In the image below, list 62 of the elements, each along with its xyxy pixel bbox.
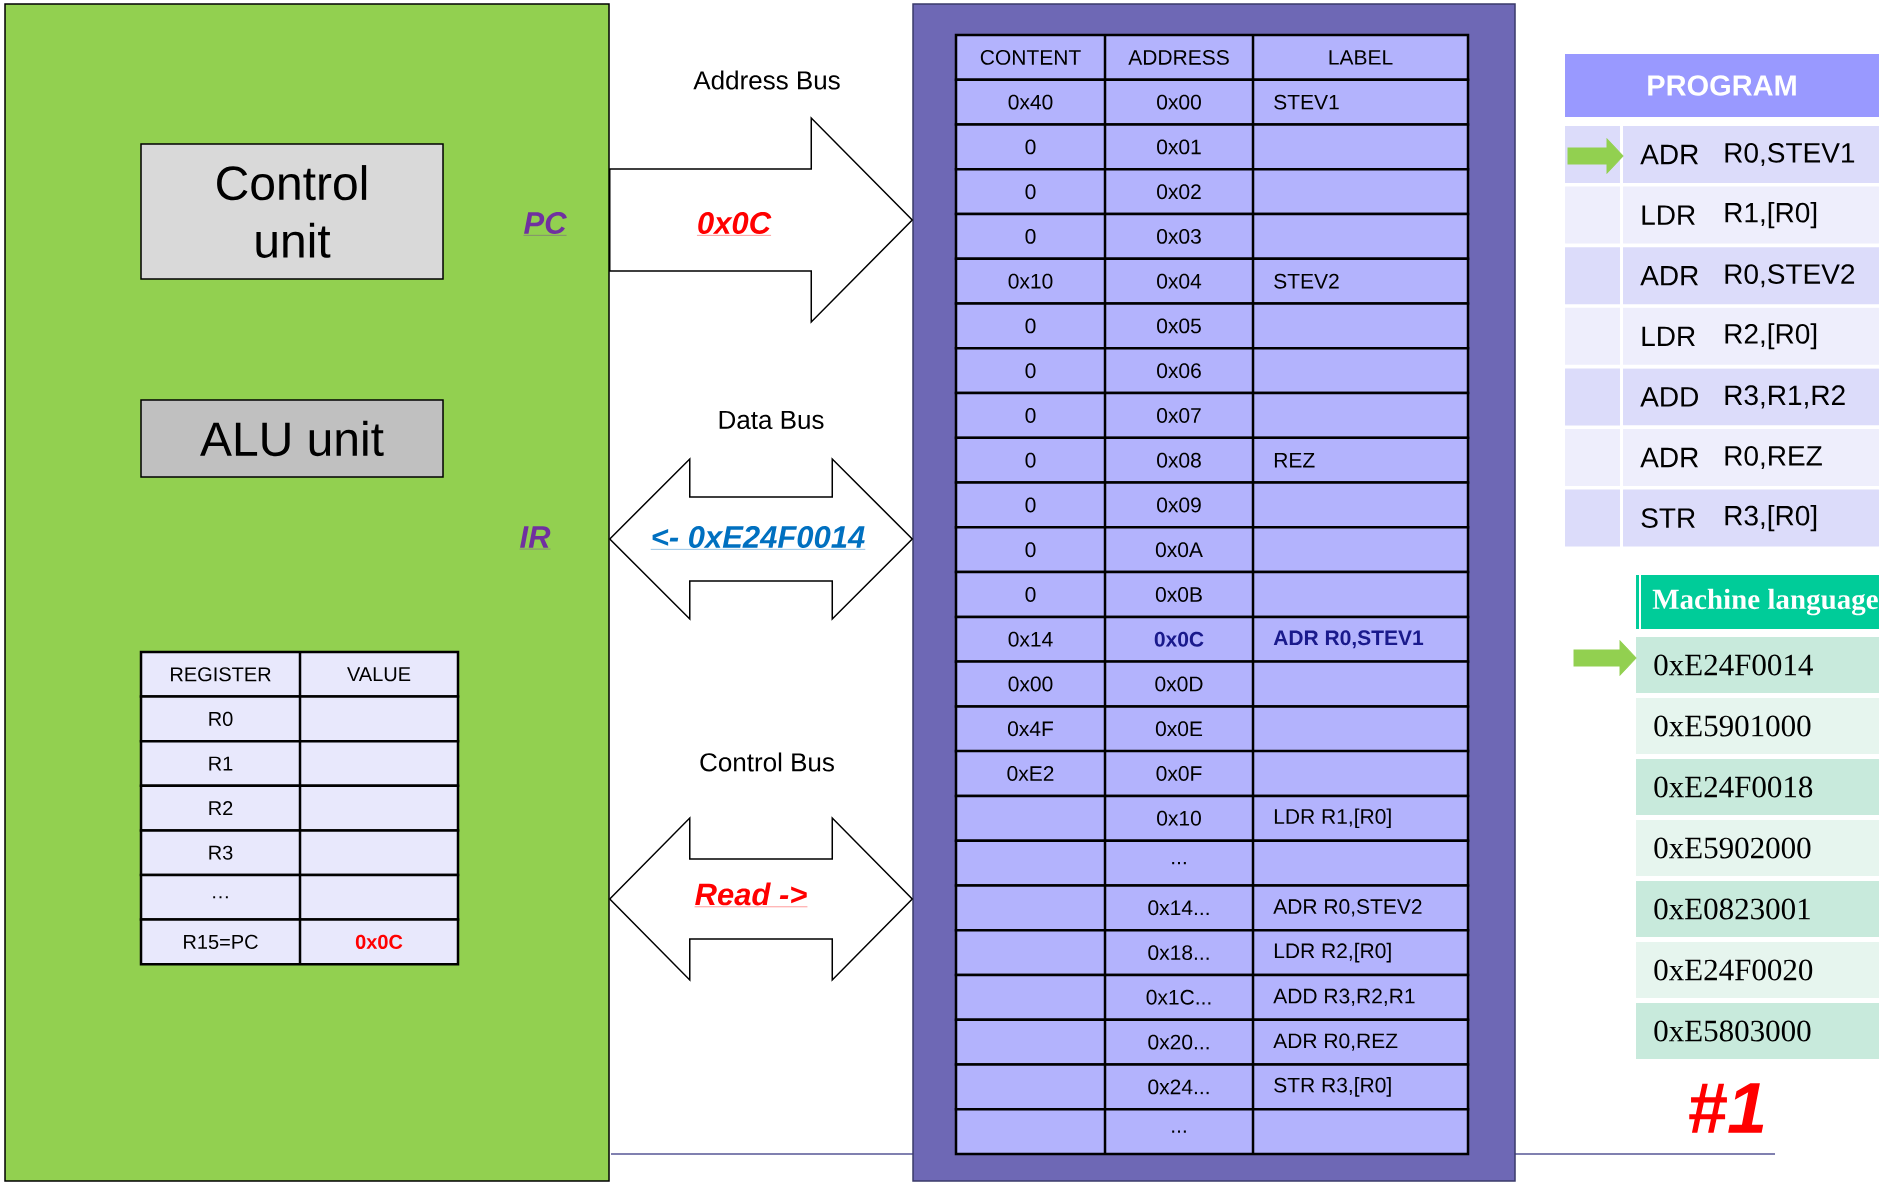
bus-arrow — [609, 116, 914, 324]
table-row: ADR R0,STEV1 — [1623, 126, 1879, 183]
table-row: 0 0x09 — [954, 481, 1470, 529]
table-row: 0x10 LDR R1,[R0] — [954, 794, 1470, 842]
register-label: PC — [523, 212, 567, 236]
table-row: 0 0x07 — [954, 391, 1470, 440]
table-row: R2 — [139, 784, 460, 832]
table-row: 0 0x06 — [954, 347, 1470, 395]
table-row: 0x18... LDR R2,[R0] — [954, 928, 1470, 977]
table-row: 0xE24F0018 — [1636, 759, 1879, 815]
table-row: ... — [954, 1107, 1470, 1156]
table-row: 0x14... ADR R0,STEV2 — [954, 884, 1470, 932]
table-row: 0x00 0x0D — [954, 660, 1470, 708]
edge-label: 0x0C — [694, 210, 774, 238]
pointer-arrow — [1573, 640, 1637, 676]
table-row: 0 0x0A — [954, 526, 1470, 574]
control-unit-box: Control unit — [140, 143, 444, 280]
table-row: 0x1C... ADD R3,R2,R1 — [954, 973, 1470, 1021]
table-row: 0xE24F0014 — [1636, 637, 1879, 693]
table-row: 0 0x0B — [954, 570, 1470, 619]
bus-label: Address Bus — [693, 70, 840, 90]
table-row: ADR R0,REZ — [1623, 429, 1879, 486]
alu-unit-box: ALU unit — [140, 399, 444, 478]
table-row: R0 — [139, 695, 460, 743]
table-row: R3 — [139, 829, 460, 877]
table-row: STR R3,[R0] — [1623, 489, 1879, 547]
pointer-arrow — [1567, 138, 1624, 174]
table-row: ADR R0,STEV2 — [1623, 247, 1879, 305]
table-row: R15=PC 0x0C — [139, 918, 460, 966]
table-row: LDR R1,[R0] — [1623, 186, 1879, 244]
bus-label: Control Bus — [700, 752, 834, 772]
table-row: 0x4F 0x0E — [954, 705, 1470, 753]
table-row: … — [139, 873, 460, 921]
table-row: 0 0x08 REZ — [954, 436, 1470, 484]
edge-label: Read -> — [692, 880, 810, 910]
table-row: 0 0x03 — [954, 212, 1470, 261]
table-header: PROGRAM — [1565, 54, 1879, 117]
table-row: LDR R2,[R0] — [1623, 307, 1879, 365]
edge-label: <- 0xE24F0014 — [648, 524, 868, 552]
bus-label: Data Bus — [719, 410, 824, 430]
table-row: 0x20... ADR R0,REZ — [954, 1018, 1470, 1066]
table-row: ADD R3,R1,R2 — [1623, 368, 1879, 426]
table-header: Machine language — [1636, 574, 1879, 630]
table-row: 0xE2 0x0F — [954, 749, 1470, 798]
table-row: 0xE5803000 — [1636, 1003, 1879, 1059]
table-row: 0x24... STR R3,[R0] — [954, 1063, 1470, 1111]
table-header-row: CONTENT ADDRESS LABEL — [954, 33, 1470, 82]
table-row: 0xE0823001 — [1636, 881, 1879, 937]
table-row: R1 — [139, 739, 460, 788]
table-row: ... — [954, 839, 1470, 887]
number-label: #1 — [1689, 1083, 1764, 1133]
table-row: 0 0x05 — [954, 302, 1470, 350]
table-row: 0 0x02 — [954, 168, 1470, 216]
table-row: 0 0x01 — [954, 123, 1470, 171]
table-header-row: REGISTER VALUE — [139, 650, 460, 698]
table-row: 0xE5902000 — [1636, 820, 1879, 876]
table-row: 0x14 0x0C ADR R0,STEV1 — [954, 615, 1470, 663]
table-row: 0x40 0x00 STEV1 — [954, 78, 1470, 126]
table-row: 0x10 0x04 STEV2 — [954, 257, 1470, 305]
table-row: 0xE5901000 — [1636, 698, 1879, 754]
register-label: IR — [519, 526, 551, 550]
table-row: 0xE24F0020 — [1636, 942, 1879, 998]
